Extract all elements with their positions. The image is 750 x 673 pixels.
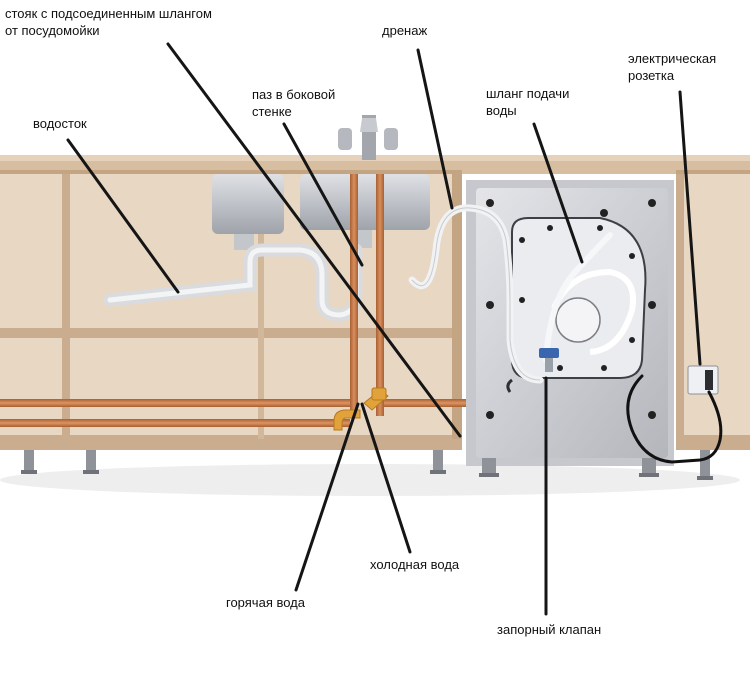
- label-groove-line2: стенке: [252, 104, 292, 119]
- label-riser-line1: стояк с подсоединенным шлангом: [5, 6, 212, 21]
- shutoff-valve-handle: [539, 348, 559, 372]
- electrical-socket: [687, 365, 719, 395]
- floor-shadow: [0, 464, 740, 496]
- label-cold-water: холодная вода: [370, 556, 459, 573]
- label-inlet-hose-line1: шланг подачи: [486, 86, 570, 101]
- label-groove-line1: паз в боковой: [252, 87, 336, 102]
- leader-lines: [66, 42, 702, 616]
- label-socket-line2: розетка: [628, 68, 675, 83]
- label-downpipe-text: водосток: [33, 116, 87, 131]
- label-shutoff-valve-text: запорный клапан: [497, 622, 602, 637]
- label-socket: электрическая розетка: [628, 50, 716, 84]
- power-cable: [626, 374, 723, 464]
- faucet: [338, 115, 398, 160]
- label-riser-line2: от посудомойки: [5, 23, 100, 38]
- label-groove: паз в боковой стенке: [252, 86, 335, 120]
- countertop: [462, 160, 676, 174]
- label-hot-water: горячая вода: [226, 594, 305, 611]
- label-downpipe: водосток: [33, 115, 87, 132]
- label-drain: дренаж: [382, 22, 427, 39]
- double-sink: [212, 174, 430, 250]
- label-hot-water-text: горячая вода: [226, 595, 305, 610]
- label-socket-line1: электрическая: [628, 51, 717, 66]
- cabinet-legs: [21, 450, 713, 480]
- label-inlet-hose-line2: воды: [486, 103, 517, 118]
- label-riser: стояк с подсоединенным шлангом от посудо…: [5, 5, 212, 39]
- drain-pipe: [103, 243, 363, 322]
- inlet-hose: [543, 232, 613, 363]
- label-shutoff-valve: запорный клапан: [497, 621, 601, 638]
- label-cold-water-text: холодная вода: [370, 557, 460, 572]
- label-inlet-hose: шланг подачи воды: [486, 85, 569, 119]
- label-drain-text: дренаж: [382, 23, 428, 38]
